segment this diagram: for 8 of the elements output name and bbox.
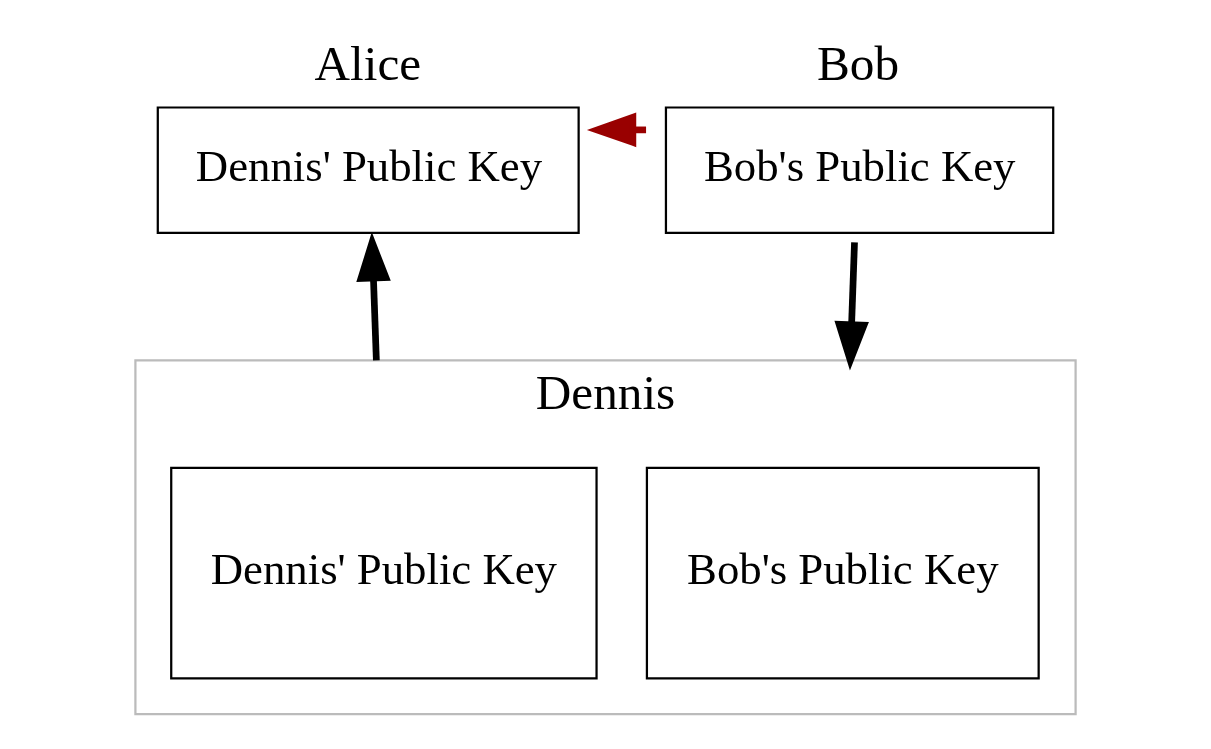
node-label: Bob [817, 35, 900, 91]
node-box: Dennis' Public Key [170, 466, 598, 679]
arrow [356, 231, 391, 361]
node-box: Bob's Public Key [664, 105, 1055, 234]
arrow [834, 241, 869, 371]
node-box: Dennis' Public Key [156, 105, 580, 234]
node-box: Bob's Public Key [645, 466, 1040, 679]
node-label: Alice [314, 35, 422, 91]
